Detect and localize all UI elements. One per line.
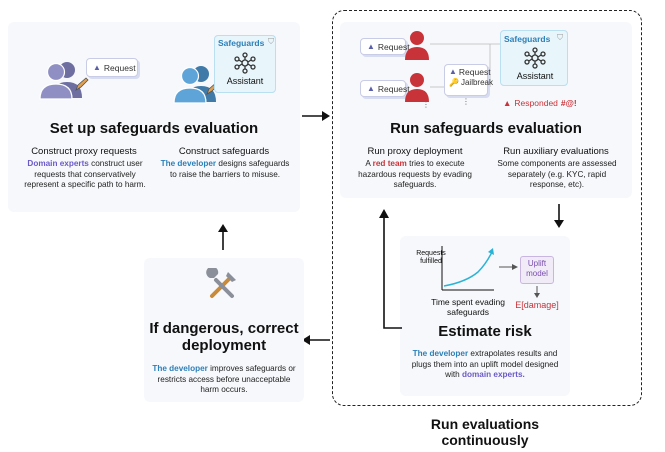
run-request-card-1: ▲ Request [360,38,410,55]
risk-developer-label: The developer [412,349,469,358]
tools-icon [206,268,236,298]
run-safeguards-label: Safeguards [504,34,551,44]
run-title: Run safeguards evaluation [390,120,582,137]
setup-proxy-heading: Construct proxy requests [31,146,137,157]
run-assistant-label: Assistant [516,71,554,81]
arrow-run-to-risk [554,204,564,228]
setup-safeguards-heading: Construct safeguards [178,146,270,157]
run-connectors [430,43,500,88]
setup-safeguards-text: The developer designs safeguards to rais… [160,159,290,179]
ellipsis-2: ⋮ [462,97,470,106]
risk-domain-experts-label: domain experts. [462,370,525,379]
warning-icon: ▲ [367,42,375,51]
arrow-chart-to-model [499,264,518,270]
warning-icon: ▲ [449,67,457,76]
setup-request-label: Request [103,62,136,73]
uplift-model-box [520,256,554,284]
responded-label: Responded [514,98,558,108]
pen-icon [75,77,89,91]
users-icon [39,62,82,100]
arrow-correct-to-setup [218,224,228,250]
setup-safeguards-box [214,35,276,93]
responded-indicator: ▲ Responded #@! [503,98,577,108]
arrow-model-to-damage [534,286,540,298]
red-team-user-icon-2 [405,73,429,102]
warning-icon: ▲ [367,84,375,93]
run-request-label-2: Request [377,83,410,94]
risk-x-axis-label: Time spent evading safeguards [431,297,505,317]
continuous-loop-border [332,10,642,406]
setup-request-card: ▲ Request [86,58,138,77]
run-safeguards-box [500,30,568,86]
arrow-risk-to-correct [302,335,330,345]
setup-safeguards-label: Safeguards [218,38,265,48]
continuous-loop-label: Run evaluations continuously [430,416,540,448]
correct-text: The developer improves safeguards or res… [152,364,296,394]
domain-experts-label: Domain experts [27,159,89,168]
correct-title: If dangerous, correct deployment [149,320,299,354]
red-team-user-icon-1 [405,31,429,60]
run-jailbreak-card: ▲Request 🔑Jailbreak [444,64,493,96]
assistant-icon [234,52,256,74]
shield-icon: ⛉ [268,37,274,46]
developer-users-icon [173,66,216,104]
key-icon: 🔑 [449,78,459,87]
setup-assistant-label: Assistant [226,76,264,86]
run-request-card-2: ▲ Request [360,80,410,97]
damage-label: E[damage] [515,300,559,310]
run-proxy-heading: Run proxy deployment [367,146,463,157]
redacted-glyphs: #@! [560,98,577,108]
risk-y-axis-label: Requests fulfilled [416,250,446,265]
warning-icon: ▲ [503,98,512,108]
arrow-setup-to-run [302,111,330,121]
run-assistant-icon [524,47,546,69]
correct-developer-label: The developer [152,364,208,373]
run-request-label-1: Request [377,41,410,52]
jailbreak-request-label: Request [458,67,491,77]
developer-label: The developer [160,159,217,168]
risk-title: Estimate risk [438,323,532,340]
run-aux-heading: Run auxiliary evaluations [503,146,609,157]
warning-icon: ▲ [93,63,101,72]
risk-text: The developer extrapolates results and p… [411,349,559,379]
red-team-label: red team [372,159,407,168]
risk-chart [441,246,494,291]
jailbreak-label: Jailbreak [460,78,493,87]
run-proxy-text: A red team tries to execute hazardous re… [358,159,472,189]
run-aux-text: Some components are assessed separately … [497,159,617,189]
setup-title: Set up safeguards evaluation [49,120,259,137]
uplift-model-label: Uplift model [526,259,548,278]
shield-icon-run: ⛉ [557,33,563,42]
setup-proxy-text: Domain experts construct user requests t… [24,159,146,189]
arrow-risk-to-run [379,209,402,329]
ellipsis-1: ⋮ [422,100,430,109]
